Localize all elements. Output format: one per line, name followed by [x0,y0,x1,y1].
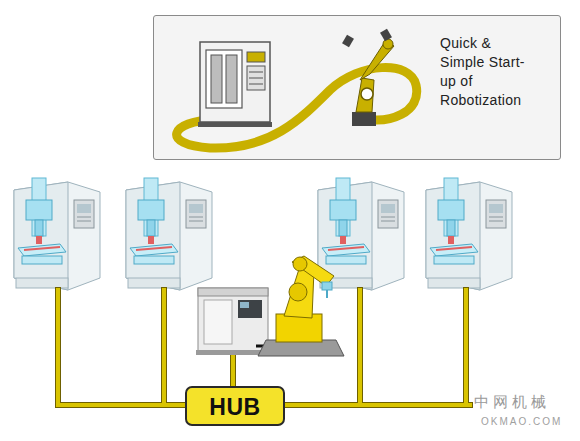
hub-box: HUB [185,386,285,426]
node-text: HUB [187,394,283,420]
node-text: Quick & Simple Start-up of Robotization [440,34,530,110]
logo-panel: Quick & Simple Start-up of Robotization [153,15,561,160]
watermark: 中网机械 [474,393,550,412]
robot-arm [258,256,344,356]
watermark-url: OKMAO.COM [481,416,562,427]
